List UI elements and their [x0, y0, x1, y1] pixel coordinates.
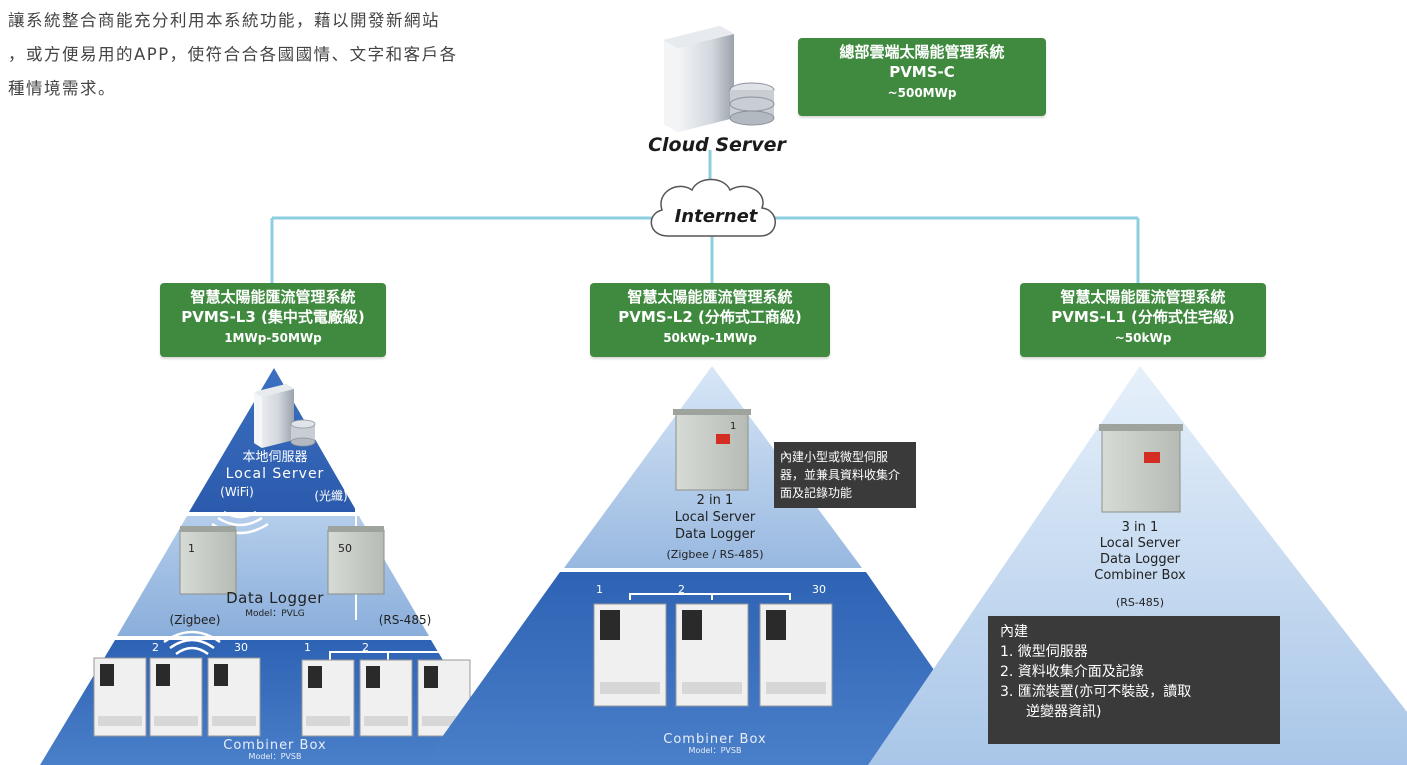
intro-line: 讓系統整合商能充分利用本系統功能，藉以開發新網站: [8, 11, 440, 30]
l3-local-server-cn: 本地伺服器: [242, 450, 308, 465]
l3-combiner-title: Combiner Box: [223, 738, 327, 753]
l2-label-line: Data Logger: [675, 527, 755, 542]
l3-data-logger-cabinet-1: [179, 526, 237, 595]
l3-box-number: 2: [152, 641, 159, 654]
hq-system-box: 總部雲端太陽能管理系統 PVMS-C ~500MWp: [798, 38, 1046, 116]
l1-built-in-box: 內建 1. 微型伺服器 2. 資料收集介面及記錄 3. 匯流裝置(亦可不裝設，讀…: [988, 616, 1280, 744]
l1-label: 3 in 1 Local Server Data Logger Combiner…: [1060, 520, 1220, 584]
l2-combiner-title: Combiner Box: [663, 732, 767, 747]
l3-combiner-model: Model：PVSB: [248, 752, 302, 761]
system-title: 智慧太陽能匯流管理系統: [627, 288, 793, 306]
l2-unit-number: 1: [730, 421, 737, 432]
l2-label-line: 2 in 1: [696, 493, 734, 508]
intro-paragraph: 讓系統整合商能充分利用本系統功能，藉以開發新網站 ，或方便易用的APP，使符合合…: [8, 4, 568, 106]
l3-box-number: 1: [304, 641, 311, 654]
internet-cloud-icon: [650, 178, 776, 237]
l1-label-line: Combiner Box: [1094, 568, 1186, 583]
l3-zigbee-wireless-icon: [163, 630, 221, 656]
l1-built-in-item: 2. 資料收集介面及記錄: [1000, 664, 1144, 680]
l3-rs485-label: (RS-485): [378, 613, 432, 627]
l2-note-box: 內建小型或微型伺服器，並兼具資料收集介面及記錄功能: [774, 442, 916, 508]
l3-combiner-boxes-left: [93, 657, 261, 737]
system-box-l1: 智慧太陽能匯流管理系統 PVMS-L1 (分佈式住宅級) ~50kWp: [1020, 283, 1266, 357]
system-name: PVMS-L1 (分佈式住宅級): [1051, 308, 1235, 326]
system-name: PVMS-L3 (集中式電廠級): [181, 308, 365, 326]
l3-box-number: 30: [446, 641, 460, 654]
hq-system-capacity: ~500MWp: [887, 86, 957, 100]
l3-box-number: 30: [234, 641, 248, 654]
l3-local-server-en: Local Server: [225, 466, 325, 482]
hq-system-name: PVMS-C: [889, 63, 955, 81]
l2-protocol-label: (Zigbee / RS-485): [666, 548, 764, 561]
cloud-server-icon: [664, 26, 775, 132]
l1-protocol-label: (RS-485): [1115, 596, 1165, 609]
l3-data-logger-cabinet-50: [327, 526, 385, 595]
l3-local-server-icon: [254, 384, 316, 448]
l1-cabinet-icon: [1099, 424, 1183, 513]
system-capacity: 1MWp-50MWp: [224, 331, 322, 345]
l2-box-number: 2: [678, 583, 685, 596]
l1-built-in-title: 內建: [1000, 624, 1028, 640]
l3-data-logger-model: Model：PVLG: [245, 609, 305, 619]
system-capacity: 50kWp-1MWp: [663, 331, 757, 345]
l2-box-number: 30: [812, 583, 826, 596]
l3-combiner-boxes-right: [301, 651, 471, 737]
internet-label: Internet: [674, 206, 758, 227]
l3-fiber-label: (光纖): [314, 489, 348, 503]
system-capacity: ~50kWp: [1114, 331, 1172, 345]
intro-line: 種情境需求。: [8, 79, 116, 98]
l2-note-text: 內建小型或微型伺服器，並兼具資料收集介面及記錄功能: [780, 450, 901, 500]
l2-combiner-boxes: [593, 593, 833, 707]
intro-line: ，或方便易用的APP，使符合合各國國情、文字和客戶各: [8, 45, 458, 64]
system-title: 智慧太陽能匯流管理系統: [190, 288, 356, 306]
l3-zigbee-label: (Zigbee): [169, 613, 221, 627]
l1-built-in-item: 3. 匯流裝置(亦可不裝設，讀取: [1000, 684, 1192, 700]
l2-label-line: Local Server: [674, 510, 756, 525]
l3-logger-number: 1: [188, 542, 195, 555]
l3-data-logger-title: Data Logger: [226, 589, 324, 607]
l2-label: 2 in 1 Local Server Data Logger: [630, 492, 800, 543]
system-box-l3: 智慧太陽能匯流管理系統 PVMS-L3 (集中式電廠級) 1MWp-50MWp: [160, 283, 386, 357]
l2-combiner-model: Model：PVSB: [688, 746, 742, 755]
l1-label-line: Data Logger: [1100, 552, 1180, 567]
system-title: 智慧太陽能匯流管理系統: [1060, 288, 1226, 306]
l1-label-line: Local Server: [1099, 536, 1181, 551]
l1-label-line: 3 in 1: [1121, 520, 1159, 535]
system-name: PVMS-L2 (分佈式工商級): [618, 308, 802, 326]
l3-wifi-label: (WiFi): [220, 485, 254, 499]
l2-cabinet-icon: [673, 409, 751, 491]
system-box-l2: 智慧太陽能匯流管理系統 PVMS-L2 (分佈式工商級) 50kWp-1MWp: [590, 283, 830, 357]
l2-box-number: 1: [596, 583, 603, 596]
hq-system-title: 總部雲端太陽能管理系統: [839, 43, 1005, 61]
l1-built-in-item: 逆變器資訊): [1026, 704, 1102, 720]
cloud-server-label: Cloud Server: [648, 134, 786, 156]
l1-built-in-item: 1. 微型伺服器: [1000, 644, 1088, 660]
l3-box-number: 1: [96, 641, 103, 654]
l3-box-number: 2: [362, 641, 369, 654]
l3-logger-number: 50: [338, 542, 352, 555]
